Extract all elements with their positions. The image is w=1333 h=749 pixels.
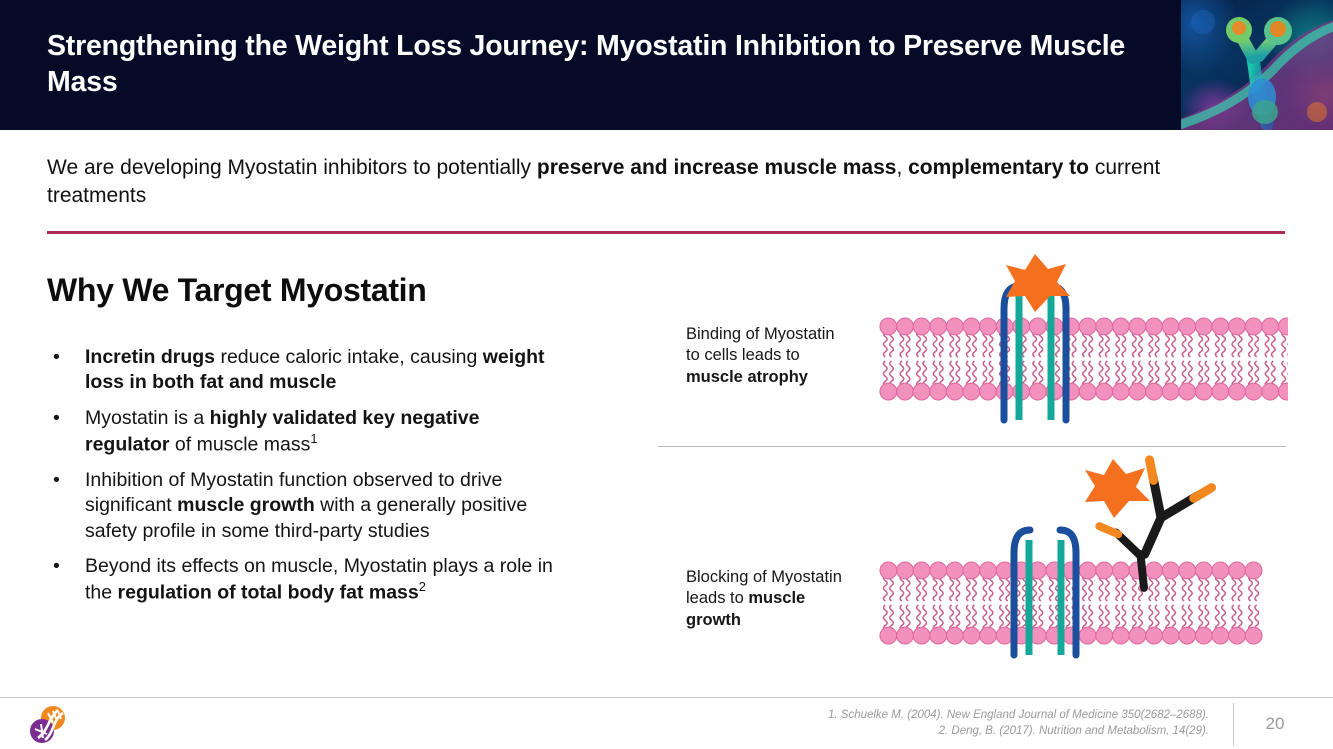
list-item: • Incretin drugs reduce caloric intake, c… [47,345,567,396]
subtitle-bold-2: complementary to [908,156,1090,179]
footnote-1: 1. Schuelke M. (2004). New England Journ… [827,709,1209,721]
footer-divider [0,697,1333,698]
diagram-caption-binding: Binding of Myostatin to cells leads to m… [686,324,846,388]
page-number: 20 [1265,714,1285,733]
diagram-divider [658,446,1286,447]
page-number-divider [1233,703,1234,746]
footnotes: 1. Schuelke M. (2004). New England Journ… [709,707,1209,740]
company-logo [26,705,70,743]
diagram-caption-text: Blocking of Myostatin leads to [686,568,842,608]
list-item-text: reduce caloric intake, causing [215,346,483,368]
section-heading: Why We Target Myostatin [47,272,427,308]
list-item-text: Beyond its effects on muscle, Myostatin … [85,554,553,604]
list-item-text: weight loss in both fat and muscle [85,346,545,394]
subtitle-part-2: , [896,156,909,179]
bullet-marker: • [53,406,60,429]
binding-illustration-icon [879,254,1288,424]
list-item-text: Inhibition of Myostatin function observe… [85,468,503,517]
bullet-marker: • [53,554,60,577]
page-title: Strengthening the Weight Loss Journey: M… [47,30,1126,98]
bullet-marker: • [53,468,60,491]
footnote-2: 2. Deng, B. (2017). Nutrition and Metabo… [938,725,1209,738]
list-item-text: of muscle mass [169,433,311,456]
diagram-caption-text: muscle growth [686,589,806,629]
receptor-icon [1010,526,1080,659]
list-item-text: with a generally positive safety profile… [85,494,528,542]
list-item-text: highly validated key negative regulator [85,406,480,456]
subtitle-part-1: We are developing Myostatin inhibitors t… [47,156,537,179]
antibody-icon [1140,455,1217,559]
diagram-caption-text: Binding of Myostatin to cells leads to [686,325,835,365]
list-item-text: Myostatin is a [85,406,210,429]
myostatin-ligand-icon [1085,459,1150,518]
myostatin-blocking-diagram: Blocking of Myostatin leads to muscle gr… [658,455,1288,660]
list-item-text: regulation of total body fat mass [117,581,419,604]
subtitle-part-3: current treatments [47,156,1161,208]
slide-subtitle: We are developing Myostatin inhibitors t… [47,154,1237,210]
footnote-ref: 2 [418,579,426,595]
subtitle-bold-1: preserve and increase muscle mass [536,156,897,179]
list-item-text: Incretin drugs [85,346,216,368]
antibody-3d-render-icon [1181,0,1333,130]
diagram-caption-blocking: Blocking of Myostatin leads to muscle gr… [686,567,846,631]
slide-header: Strengthening the Weight Loss Journey: M… [0,0,1333,130]
accent-divider [47,231,1285,234]
bullet-list: • Incretin drugs reduce caloric intake, c… [47,345,567,616]
list-item: • Beyond its effects on muscle, Myostatin… [47,554,567,606]
list-item: • Inhibition of Myostatin function observ… [47,468,567,544]
antibody-icon-2 [1095,522,1149,592]
blocking-illustration-icon [879,455,1263,659]
list-item-text: muscle growth [177,494,315,517]
footnote-ref: 1 [310,431,318,447]
list-item: • Myostatin is a highly validated key neg… [47,406,567,458]
diagram-caption-text: muscle atrophy [686,367,808,386]
bullet-marker: • [53,346,60,368]
myostatin-binding-diagram: Binding of Myostatin to cells leads to m… [658,252,1288,438]
myostatin-ligand-icon [1006,254,1070,312]
